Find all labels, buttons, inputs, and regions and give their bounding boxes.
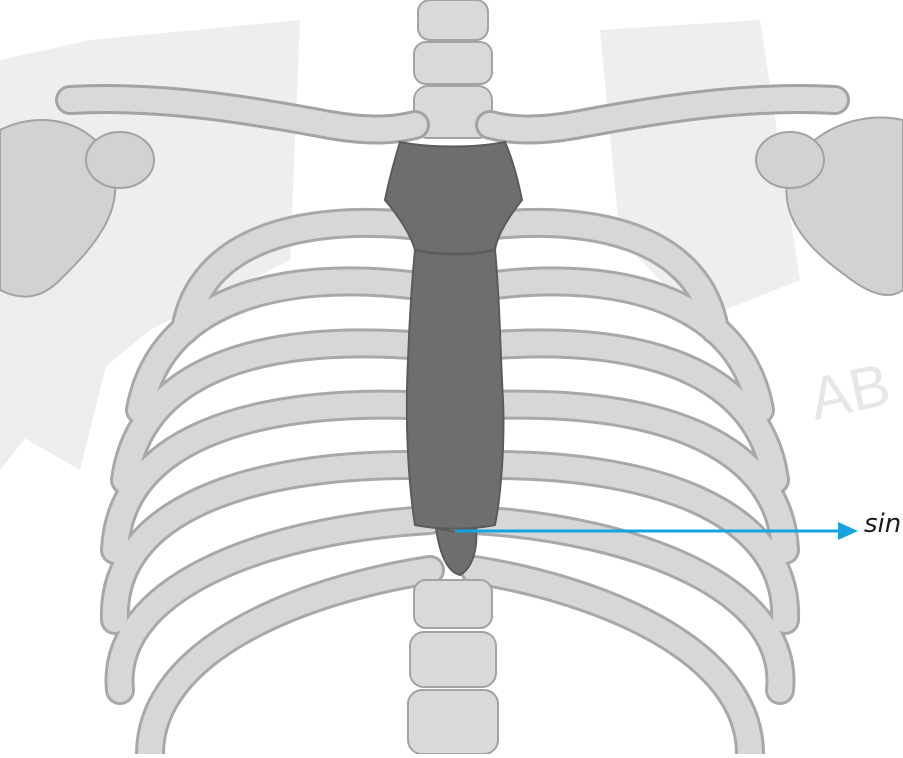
thoracic-vertebrae	[408, 580, 498, 754]
sternal-body	[407, 250, 504, 529]
callout-label: sin	[864, 511, 901, 537]
